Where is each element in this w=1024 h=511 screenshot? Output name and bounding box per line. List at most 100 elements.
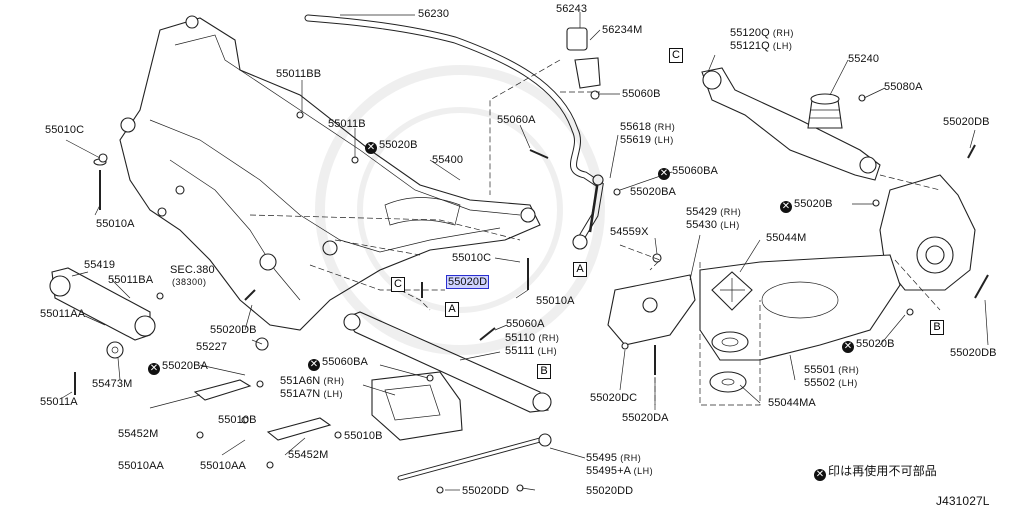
label-55429[interactable]: 55429 (RH) [686,206,741,218]
label-text: 55121Q [730,40,770,52]
label-55020DB-right[interactable]: 55020DB [943,116,990,128]
label-55044M[interactable]: 55044M [766,232,807,244]
rear-subframe[interactable] [119,15,541,331]
label-55473M[interactable]: 55473M [92,378,133,390]
label-55020B-low[interactable]: ✕55020B [842,338,895,353]
label-55011B[interactable]: 55011B [328,118,366,130]
label-55121Q[interactable]: 55121Q (LH) [730,40,792,52]
side-text: (LH) [323,389,344,399]
label-55502[interactable]: 55502 (LH) [804,377,858,389]
label-55240[interactable]: 55240 [848,53,880,65]
label-55020DB-far[interactable]: 55020DB [950,347,997,359]
member-stay-left[interactable] [193,379,252,401]
label-55020B-top[interactable]: ✕55020B [365,139,418,154]
label-text: 55110 [505,332,536,344]
side-text: (RH) [838,365,860,375]
label-55020DA[interactable]: 55020DA [622,412,669,424]
rear-lateral-link[interactable] [343,311,552,413]
label-sec380[interactable]: SEC.380 [170,264,215,276]
label-55020D-highlighted[interactable]: 55020D [445,275,490,289]
label-55060A-top[interactable]: 55060A [497,114,536,126]
label-551A6N[interactable]: 551A6N (RH) [280,375,345,387]
label-55011BB[interactable]: 55011BB [276,68,322,80]
label-55110[interactable]: 55110 (RH) [505,332,559,344]
ref-box-b-low: B [537,364,551,379]
label-text: 55501 [804,364,836,376]
label-56234M[interactable]: 56234M [602,24,643,36]
label-55400[interactable]: 55400 [432,154,464,166]
label-text: 55495+A [586,465,631,477]
label-text: 55502 [804,377,836,389]
label-55060BA[interactable]: ✕55060BA [658,165,718,180]
stabilizer-bar[interactable] [304,14,604,250]
label-text: 55429 [686,206,718,218]
label-text: 55618 [620,121,652,133]
label-55010B-b[interactable]: 55010B [344,430,383,442]
upper-link[interactable] [701,67,881,181]
front-lower-link[interactable] [49,267,156,341]
label-56243[interactable]: 56243 [556,3,588,15]
stabilizer-bushing[interactable] [566,27,601,100]
bump-stopper[interactable] [807,93,843,129]
stabilizer-link[interactable] [588,174,604,233]
label-551A7N[interactable]: 551A7N (LH) [280,388,343,400]
label-55020DB-mid[interactable]: 55020DB [210,324,257,336]
spring-seat-upper[interactable] [711,271,753,311]
label-text: 55020B [794,198,833,210]
label-55020BA-top[interactable]: 55020BA [630,186,676,198]
not-reusable-icon: ✕ [780,201,792,213]
label-55020DD-b[interactable]: 55020DD [586,485,634,497]
label-55419[interactable]: 55419 [84,259,116,271]
member-stay-mid[interactable] [266,417,332,441]
exploded-guides [249,59,941,406]
label-55020DC[interactable]: 55020DC [590,392,638,404]
label-text: 55120Q [730,27,770,39]
label-55495A[interactable]: 55495+A (LH) [586,465,653,477]
label-55020B-right[interactable]: ✕55020B [780,198,833,213]
label-55010C-mid[interactable]: 55010C [452,252,492,264]
label-text: 55020B [379,139,418,151]
lower-link[interactable] [699,254,901,361]
label-55044MA[interactable]: 55044MA [768,397,816,409]
spring-seat-lower[interactable] [709,331,749,393]
lower-link-bracket[interactable] [607,274,696,346]
label-55020DD-a[interactable]: 55020DD [462,485,510,497]
side-text: (LH) [654,135,674,145]
label-55020BA-left[interactable]: ✕55020BA [148,360,208,375]
label-55011A[interactable]: 55011A [40,396,78,408]
label-55120Q[interactable]: 55120Q (RH) [730,27,794,39]
label-55619[interactable]: 55619 (LH) [620,134,674,146]
trailing-arm-stiffener[interactable] [397,433,552,481]
link-bracket[interactable] [371,371,463,441]
label-55010AA-a[interactable]: 55010AA [118,460,164,472]
label-55495[interactable]: 55495 (RH) [586,452,641,464]
label-55011BA[interactable]: 55011BA [108,274,154,286]
label-55011AA[interactable]: 55011AA [40,308,86,320]
label-55227[interactable]: 55227 [196,341,228,353]
label-55080A[interactable]: 55080A [884,81,923,93]
leader-lines [61,12,989,491]
bushing-55473M[interactable] [106,341,124,359]
not-reusable-icon: ✕ [842,341,854,353]
label-55010A-left[interactable]: 55010A [96,218,135,230]
label-55010B-a[interactable]: 55010B [218,414,257,426]
label-56230[interactable]: 56230 [418,8,450,20]
label-55501[interactable]: 55501 (RH) [804,364,859,376]
side-text: (RH) [620,453,642,463]
label-55452M-left[interactable]: 55452M [118,428,159,440]
label-55618[interactable]: 55618 (RH) [620,121,675,133]
watermark-emblem [315,65,605,355]
label-55452M-mid[interactable]: 55452M [288,449,329,461]
label-54559X[interactable]: 54559X [610,226,649,238]
label-55010A-mid[interactable]: 55010A [536,295,575,307]
label-55060B[interactable]: 55060B [622,88,661,100]
label-55060BA-left[interactable]: ✕55060BA [308,356,368,371]
label-55060A-mid[interactable]: 55060A [506,318,545,330]
label-55430[interactable]: 55430 (LH) [686,219,740,231]
label-55010AA-b[interactable]: 55010AA [200,460,246,472]
ref-box-c-mid: C [391,277,405,292]
label-55111[interactable]: 55111 (LH) [505,345,557,357]
rear-knuckle[interactable] [879,174,976,291]
label-55010C[interactable]: 55010C [45,124,85,136]
